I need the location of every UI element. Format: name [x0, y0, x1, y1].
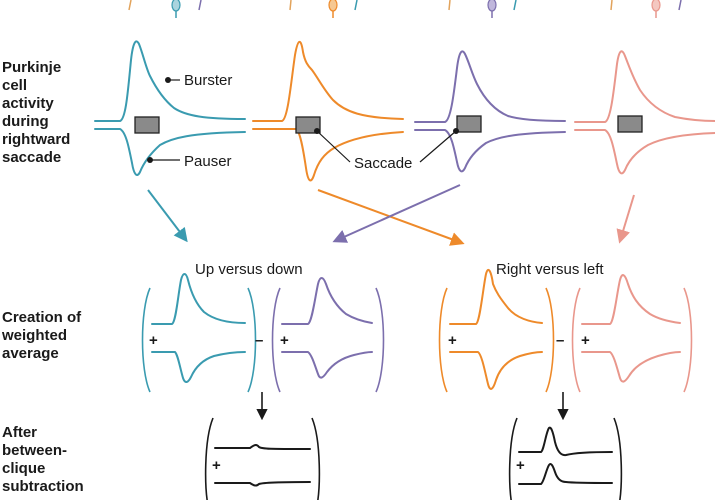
trace-pair-teal: [94, 40, 246, 176]
trace-pair-pink: [574, 50, 715, 175]
burster-annotation: Burster: [165, 72, 232, 89]
cell-icon-teal: [128, 0, 202, 18]
minus-sign: –: [255, 332, 263, 349]
subtraction-result-up-down: +: [204, 417, 321, 500]
trace-pair-orange: [252, 40, 404, 182]
group-title-up-down: Up versus down: [195, 261, 303, 278]
arrow-purple: [332, 184, 461, 243]
row-label-subtraction: After between- clique subtraction: [2, 424, 84, 495]
pauser-annotation: Pauser: [147, 153, 232, 170]
arrow-teal: [147, 189, 188, 243]
plus-sign: +: [149, 332, 158, 349]
trace-pair-purple: [414, 50, 566, 173]
pauser-label: Pauser: [184, 153, 232, 170]
minus-sign: –: [556, 332, 564, 349]
saccade-annotation: Saccade: [314, 128, 459, 172]
group-title-right-left: Right versus left: [496, 261, 604, 278]
cell-icon-pink: [610, 0, 682, 18]
arrow-pink: [616, 194, 635, 244]
plus-sign: +: [516, 457, 525, 474]
row-label-weighted-average: Creation of weighted average: [1, 309, 85, 362]
row-label-activity: Purkinje cell activity during rightward …: [2, 59, 75, 166]
weighted-avg-up-down: + – +: [141, 273, 385, 393]
subtraction-result-right-left: +: [508, 417, 623, 500]
cell-icon-purple: [448, 0, 517, 18]
plus-sign: +: [581, 332, 590, 349]
plus-sign: +: [448, 332, 457, 349]
burster-label: Burster: [184, 72, 232, 89]
cell-icon-orange: [289, 0, 358, 18]
saccade-label: Saccade: [354, 155, 412, 172]
plus-sign: +: [212, 457, 221, 474]
plus-sign: +: [280, 332, 289, 349]
weighted-avg-right-left: + – +: [438, 268, 693, 393]
